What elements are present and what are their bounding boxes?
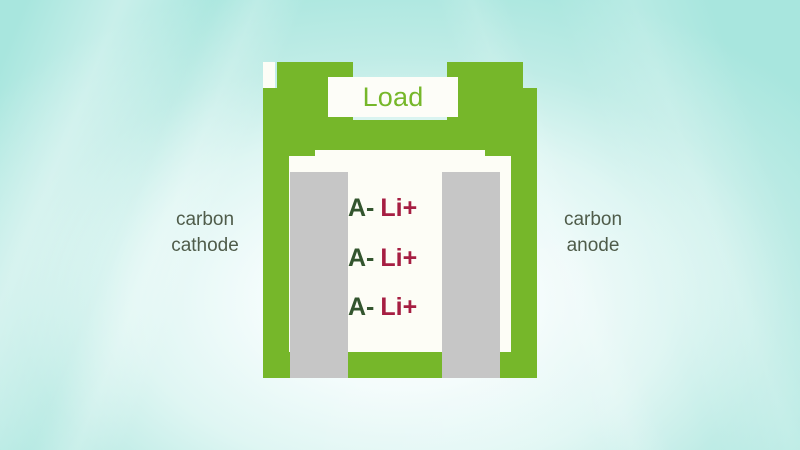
anion-label: A- bbox=[348, 293, 375, 321]
anode-caption: carbon anode bbox=[528, 207, 658, 258]
electrolyte-ion-stack: A-Li+ A-Li+ A-Li+ bbox=[348, 196, 452, 320]
load-box[interactable]: Load bbox=[328, 77, 458, 117]
anion-label: A- bbox=[348, 243, 375, 272]
anode-electrode bbox=[442, 172, 500, 378]
battery-right-wall bbox=[511, 88, 537, 378]
terminal-stub-left bbox=[289, 120, 315, 156]
anion-label: A- bbox=[348, 194, 375, 222]
cathode-caption: carbon cathode bbox=[140, 207, 270, 258]
cation-label: Li+ bbox=[380, 243, 418, 272]
load-label: Load bbox=[362, 81, 424, 112]
battery-left-wall bbox=[263, 88, 289, 378]
battery-cell-diagram: Load bbox=[263, 62, 537, 378]
cation-label: Li+ bbox=[380, 293, 418, 321]
battery-top-connector-band bbox=[277, 120, 523, 150]
ion-pair-row: A-Li+ bbox=[348, 196, 452, 221]
anode-caption-line2: anode bbox=[566, 234, 620, 256]
cathode-caption-line1: carbon bbox=[175, 209, 235, 230]
terminal-gap-left bbox=[263, 62, 275, 92]
battery-top-right-shoulder bbox=[447, 62, 523, 120]
cation-label: Li+ bbox=[380, 194, 418, 222]
ion-pair-row: A-Li+ bbox=[348, 243, 452, 272]
cathode-electrode bbox=[290, 172, 348, 378]
anode-caption-line1: carbon bbox=[563, 209, 623, 230]
ion-pair-row: A-Li+ bbox=[348, 295, 452, 320]
cathode-caption-line2: cathode bbox=[171, 234, 239, 256]
terminal-stub-right bbox=[485, 120, 511, 156]
